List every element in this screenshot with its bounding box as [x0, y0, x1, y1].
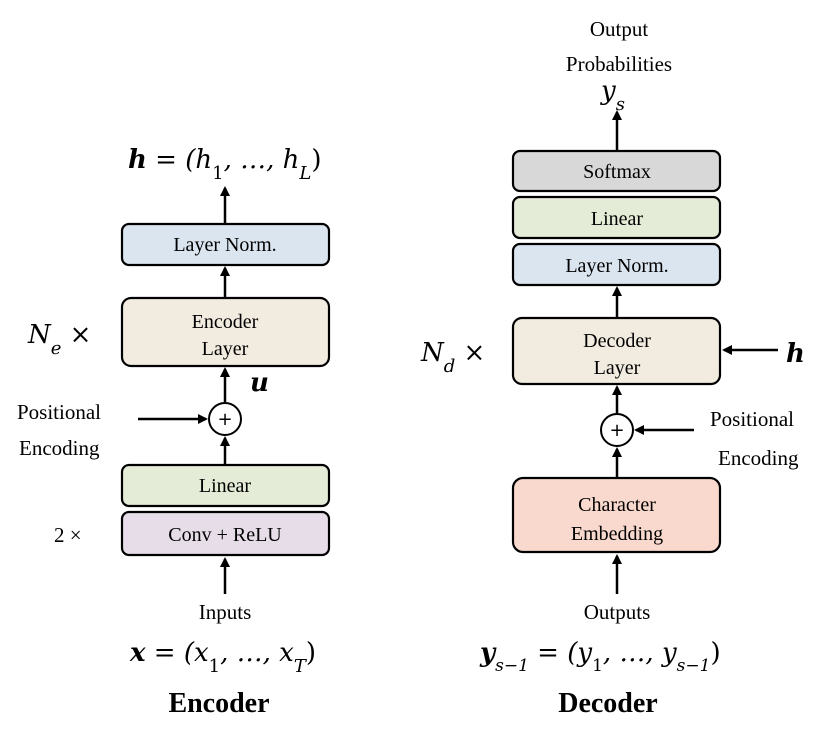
decoder-positional-label-1: Positional [710, 407, 794, 431]
decoder-layer-label-2: Layer [594, 357, 641, 379]
encoder-layernorm-label: Layer Norm. [173, 234, 276, 256]
encoder-linear-box [120, 463, 331, 508]
encoder-positional-label-2: Encoding [19, 436, 100, 460]
encoder-add-symbol: + [217, 409, 232, 430]
decoder-column: Output Probabilities ys Softmax Linear L… [420, 17, 805, 719]
encoder-column: h = (h1, …, hL) Layer Norm. Encoder Laye… [17, 145, 331, 719]
decoder-input-eq: ys−1 = (y1, …, ys−1) [479, 638, 721, 676]
encoder-add-node [208, 402, 242, 436]
decoder-add-node [600, 413, 634, 447]
decoder-nd-label: Nd × [420, 338, 485, 377]
encoder-u-label: u [250, 368, 269, 398]
encoder-layernorm-box [120, 222, 331, 267]
decoder-layer-label-1: Decoder [583, 330, 651, 352]
decoder-ys-label: ys [600, 76, 625, 115]
encoder-inputs-label: Inputs [199, 600, 252, 624]
decoder-linear-box [511, 195, 722, 240]
decoder-outputs-label: Outputs [584, 600, 651, 624]
decoder-char-embedding-label-2: Embedding [571, 523, 663, 545]
decoder-title: Decoder [558, 688, 658, 719]
decoder-layer-box [511, 316, 722, 386]
decoder-layernorm-label: Layer Norm. [565, 255, 668, 277]
decoder-add-symbol: + [609, 420, 624, 441]
decoder-layernorm-box [511, 242, 722, 287]
decoder-char-embedding-label-1: Character [578, 494, 656, 516]
decoder-h-label: h [786, 339, 805, 369]
encoder-positional-label-1: Positional [17, 400, 101, 424]
decoder-output-label-1: Output [590, 17, 649, 41]
decoder-positional-label-2: Encoding [718, 446, 799, 470]
encoder-conv-box [120, 510, 331, 557]
encoder-two-times-label: 2 × [54, 523, 82, 547]
encoder-conv-label: Conv + ReLU [168, 524, 282, 546]
decoder-output-label-2: Probabilities [566, 52, 672, 76]
encoder-layer-label-1: Encoder [192, 311, 259, 333]
decoder-softmax-box [511, 149, 722, 193]
encoder-linear-label: Linear [199, 475, 252, 497]
encoder-layer-label-2: Layer [202, 338, 249, 360]
encoder-title: Encoder [168, 688, 269, 719]
decoder-char-embedding-box [511, 476, 722, 554]
encoder-input-eq: x = (x1, …, xT) [129, 638, 316, 677]
decoder-linear-label: Linear [591, 208, 644, 230]
encoder-output-label: h = (h1, …, hL) [128, 145, 321, 184]
encoder-layer-box [120, 296, 331, 368]
encoder-ne-label: Ne × [27, 320, 91, 359]
decoder-softmax-label: Softmax [583, 161, 651, 183]
